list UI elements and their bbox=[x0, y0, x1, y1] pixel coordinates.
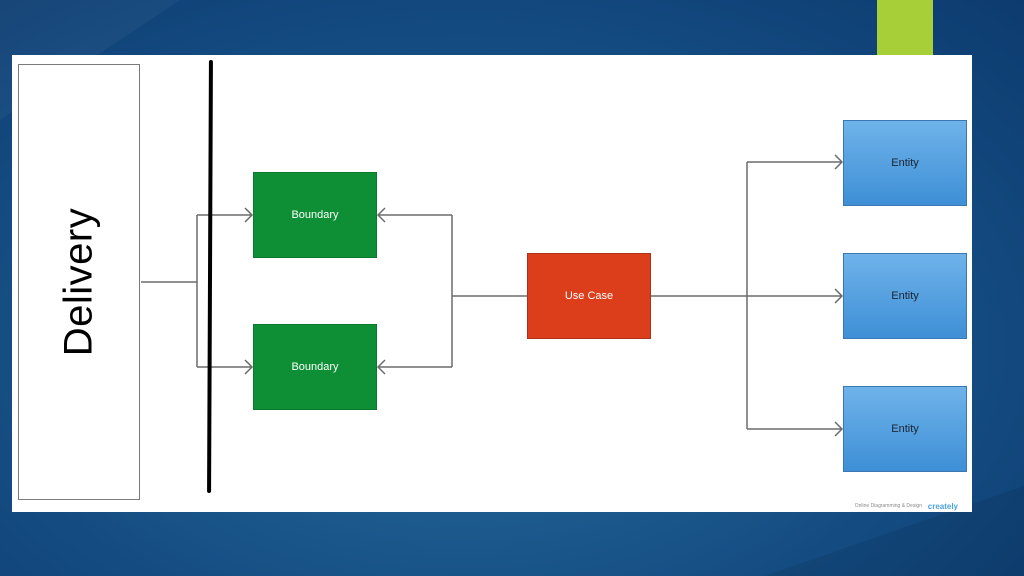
arrow-head-boundary-1 bbox=[244, 207, 254, 223]
entity-label: Entity bbox=[891, 423, 919, 435]
diagram-canvas: Delivery Boundary Boundary Use Case Enti… bbox=[12, 55, 972, 512]
accent-bar bbox=[877, 0, 933, 58]
entity-node: Entity bbox=[843, 253, 967, 339]
arrow-head-usecase-1 bbox=[376, 207, 386, 223]
entity-label: Entity bbox=[891, 290, 919, 302]
boundary-label: Boundary bbox=[291, 361, 339, 373]
delivery-box: Delivery bbox=[18, 64, 140, 500]
use-case-label: Use Case bbox=[564, 290, 614, 302]
connector-lines bbox=[141, 154, 844, 437]
delivery-label: Delivery bbox=[56, 207, 101, 357]
boundary-label: Boundary bbox=[291, 209, 339, 221]
credit-text: Online Diagramming & Design bbox=[854, 503, 922, 509]
entity-node: Entity bbox=[843, 386, 967, 472]
arrow-head-usecase-2 bbox=[376, 359, 386, 375]
entity-node: Entity bbox=[843, 120, 967, 206]
arrow-head-entity-1 bbox=[834, 154, 844, 170]
arrow-head-boundary-2 bbox=[244, 359, 254, 375]
entity-label: Entity bbox=[891, 157, 919, 169]
creately-logo: creately bbox=[927, 502, 958, 511]
arrow-head-entity-3 bbox=[834, 421, 844, 437]
use-case-node: Use Case bbox=[527, 253, 651, 339]
boundary-node: Boundary bbox=[253, 172, 377, 258]
arrow-head-entity-2 bbox=[834, 288, 844, 304]
boundary-node: Boundary bbox=[253, 324, 377, 410]
